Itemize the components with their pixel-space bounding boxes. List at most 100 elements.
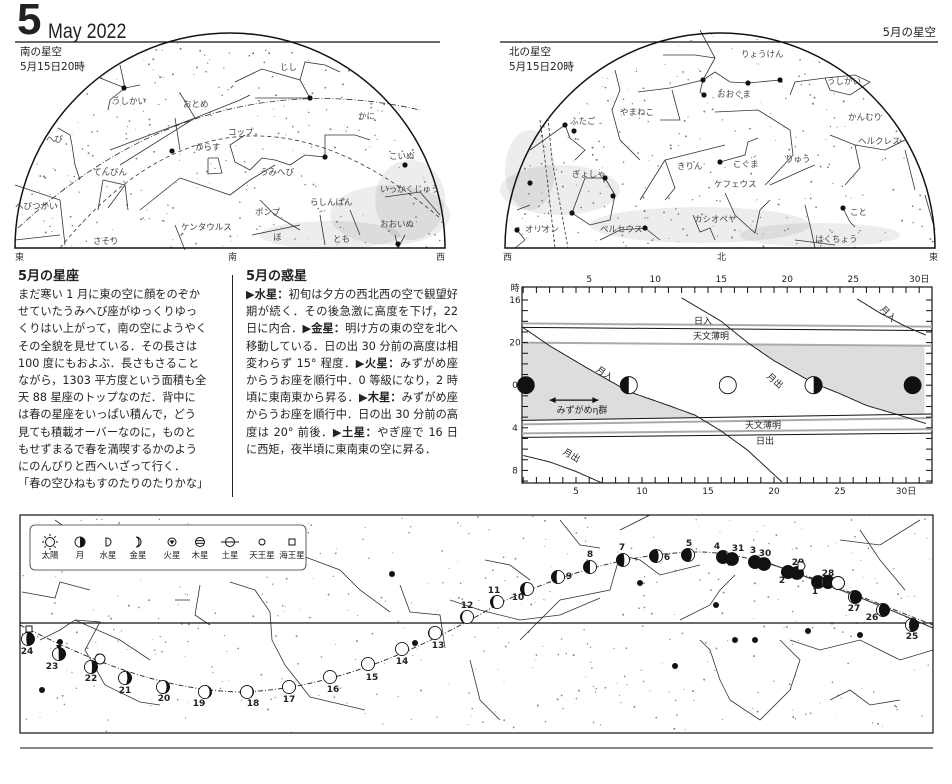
star xyxy=(921,225,923,228)
star xyxy=(117,640,119,642)
star xyxy=(823,238,825,240)
star xyxy=(308,616,311,619)
star xyxy=(598,140,600,143)
constellation-line xyxy=(21,581,91,599)
star xyxy=(673,727,676,730)
moon-position-lit xyxy=(623,553,630,567)
star xyxy=(821,240,823,243)
star xyxy=(731,48,733,50)
article-line: くりはい上がって，南の空にようやく xyxy=(18,322,207,336)
star xyxy=(184,717,187,719)
star xyxy=(158,74,160,76)
bright-star xyxy=(39,687,45,693)
star xyxy=(297,662,299,665)
star xyxy=(826,109,828,110)
moonrise-label: 月出 xyxy=(561,446,583,465)
star xyxy=(376,138,378,140)
star xyxy=(527,192,530,195)
constellation-line xyxy=(699,639,731,701)
star xyxy=(853,176,855,178)
morning-twilight-line xyxy=(521,416,933,426)
star xyxy=(753,582,756,585)
moon-position-lit xyxy=(198,685,210,699)
star xyxy=(105,730,108,733)
star xyxy=(225,107,227,110)
bright-star xyxy=(745,80,751,86)
constellation-article: 5月の星座 まだ寒い 1 月に東の空に顔をのぞかせていたうみへび座がゆっくりゆっ… xyxy=(18,268,230,492)
moon-position-lit xyxy=(21,632,28,646)
star xyxy=(647,120,649,123)
star xyxy=(172,239,174,241)
star xyxy=(164,641,167,643)
north-sky-caption: 北の星空 5月15日20時 xyxy=(509,45,574,75)
star xyxy=(675,208,677,210)
moon-position-lit xyxy=(84,660,93,674)
star xyxy=(312,577,313,579)
star xyxy=(763,525,765,527)
star xyxy=(285,117,288,120)
star xyxy=(160,76,162,78)
moon-day-label: 30 xyxy=(759,549,772,559)
x-tick-label-top: 30日 xyxy=(909,274,929,285)
star xyxy=(461,598,464,600)
star xyxy=(669,147,672,150)
star xyxy=(652,536,655,539)
star xyxy=(756,233,759,235)
constellation-label: おおいぬ xyxy=(380,220,415,230)
star xyxy=(907,596,909,597)
constellation-line xyxy=(824,74,871,96)
bright-star xyxy=(637,580,643,586)
star xyxy=(308,238,310,240)
star xyxy=(881,725,883,727)
moon-position xyxy=(725,552,739,566)
star xyxy=(318,694,320,696)
star xyxy=(752,707,754,710)
star xyxy=(621,234,624,237)
star xyxy=(577,231,579,234)
star xyxy=(273,116,275,117)
morning-twilight-label: 天文薄明 xyxy=(745,419,781,431)
planet-article-heading: 5月の惑星 xyxy=(246,269,308,284)
star xyxy=(631,103,634,105)
star xyxy=(255,133,257,136)
star xyxy=(810,180,813,183)
star xyxy=(497,627,499,629)
star xyxy=(208,59,211,61)
star xyxy=(43,220,45,222)
star xyxy=(786,216,788,219)
star xyxy=(85,240,88,242)
star xyxy=(488,529,490,531)
star xyxy=(895,130,898,133)
star xyxy=(669,83,671,85)
star xyxy=(683,120,686,122)
star xyxy=(711,77,713,79)
constellation-label: ポンプ xyxy=(255,208,281,218)
star xyxy=(123,180,125,183)
star xyxy=(785,626,788,628)
star xyxy=(699,579,701,581)
x-tick-label-bottom: 15 xyxy=(702,487,713,497)
sun-ray xyxy=(43,545,47,549)
star xyxy=(144,219,146,221)
moon-position-outline xyxy=(395,642,409,656)
star xyxy=(628,145,630,148)
star xyxy=(187,640,189,643)
article-line: は春の星座をいっぱい積んで，どう xyxy=(18,408,196,422)
star xyxy=(543,599,545,601)
star xyxy=(392,552,394,554)
constellation-line xyxy=(789,77,826,96)
star xyxy=(311,92,314,95)
sun-icon xyxy=(831,576,845,590)
constellation-label: オリオン xyxy=(525,225,560,235)
star xyxy=(292,125,294,127)
star xyxy=(179,153,181,155)
star xyxy=(707,102,709,104)
star xyxy=(459,525,462,527)
star xyxy=(607,186,609,188)
star xyxy=(221,245,223,247)
star xyxy=(724,167,726,169)
star xyxy=(576,184,577,186)
star xyxy=(522,233,524,236)
constellation-line xyxy=(842,207,856,228)
star xyxy=(277,132,280,135)
